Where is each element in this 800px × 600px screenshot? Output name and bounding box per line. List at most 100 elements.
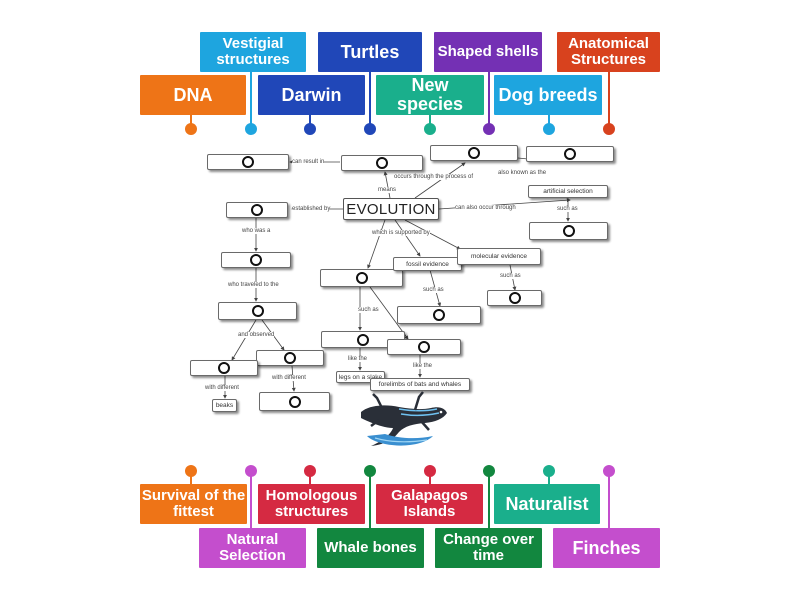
pin-line: [309, 472, 311, 486]
tile-anatomical-structures[interactable]: Anatomical Structures: [557, 32, 660, 72]
pin-dot: [364, 465, 376, 477]
tile-darwin[interactable]: Darwin: [258, 75, 365, 115]
tile-naturalist[interactable]: Naturalist: [494, 484, 600, 524]
link-label: established by: [292, 206, 331, 212]
tile-change-over-time[interactable]: Change over time: [435, 528, 542, 568]
link-label: like the: [348, 356, 368, 362]
drop-box-1[interactable]: [207, 154, 289, 170]
drop-box-13[interactable]: [387, 339, 461, 355]
pin-line: [369, 472, 371, 529]
tile-dog-breeds[interactable]: Dog breeds: [494, 75, 602, 115]
tile-label: New species: [396, 75, 464, 114]
pin-dot: [185, 123, 197, 135]
tile-label: DNA: [173, 84, 213, 105]
pin-line: [488, 72, 490, 129]
tile-label: Whale bones: [324, 539, 417, 557]
pin-dot: [603, 123, 615, 135]
link-label: who was a: [242, 228, 271, 234]
node-beaks: beaks: [212, 399, 237, 412]
drop-box-10[interactable]: [218, 302, 297, 320]
tile-label: Natural Selection: [219, 531, 286, 564]
tile-natural-selection[interactable]: Natural Selection: [199, 528, 306, 568]
tile-galapagos-islands[interactable]: Galapagos Islands: [376, 484, 483, 524]
tile-shaped-shells[interactable]: Shaped shells: [434, 32, 542, 72]
tile-survival-of-the-fittest[interactable]: Survival of the fittest: [140, 484, 247, 524]
link-label: also known as the: [498, 170, 547, 176]
link-label: and observed: [238, 332, 275, 338]
link-label: occurs through the process of: [394, 174, 474, 180]
pin-line: [548, 115, 550, 129]
pin-line: [429, 115, 431, 129]
pin-line: [309, 115, 311, 129]
tile-dna[interactable]: DNA: [140, 75, 246, 115]
drop-box-3[interactable]: [430, 145, 518, 161]
pin-line: [608, 72, 610, 129]
drop-box-16[interactable]: [259, 392, 330, 411]
drop-target-ring[interactable]: [251, 204, 263, 216]
pin-dot: [245, 465, 257, 477]
tile-vestigial-structures[interactable]: Vestigial structures: [200, 32, 306, 72]
node-artificial-selection: artificial selection: [528, 185, 608, 198]
pin-line: [429, 472, 431, 486]
evolution-center-node: EVOLUTION: [343, 198, 439, 220]
pin-line: [488, 472, 490, 529]
pin-dot: [603, 465, 615, 477]
drop-target-ring[interactable]: [376, 157, 388, 169]
pin-line: [608, 472, 610, 529]
tile-label: Survival of the fittest: [141, 487, 246, 520]
link-label: such as: [557, 206, 578, 212]
drop-box-15[interactable]: [190, 360, 258, 376]
node-fossil-evidence: fossil evidence: [393, 257, 462, 271]
link-label: can result in: [292, 159, 325, 165]
tile-label: Galapagos Islands: [391, 487, 468, 520]
drop-target-ring[interactable]: [251, 305, 264, 317]
drop-target-ring[interactable]: [468, 147, 480, 159]
tile-label: Naturalist: [505, 493, 589, 514]
tile-label: Homologous structures: [265, 487, 358, 520]
drop-target-ring[interactable]: [564, 148, 576, 160]
link-label: means: [378, 187, 397, 193]
tile-new-species[interactable]: New species: [376, 75, 484, 115]
tile-turtles[interactable]: Turtles: [318, 32, 422, 72]
drop-box-5[interactable]: [226, 202, 288, 218]
drop-target-ring[interactable]: [242, 156, 254, 168]
drop-box-12[interactable]: [321, 331, 405, 348]
drop-target-ring[interactable]: [288, 395, 301, 408]
tile-finches[interactable]: Finches: [553, 528, 660, 568]
pin-dot: [483, 123, 495, 135]
drop-target-ring[interactable]: [250, 254, 262, 266]
tile-label: Finches: [572, 537, 641, 558]
drop-box-4[interactable]: [526, 146, 614, 162]
drop-target-ring[interactable]: [418, 341, 430, 353]
pin-line: [190, 472, 192, 486]
drop-target-ring[interactable]: [218, 362, 230, 374]
tile-homologous-structures[interactable]: Homologous structures: [258, 484, 365, 524]
drop-box-8[interactable]: [320, 269, 403, 287]
link-label: like the: [413, 363, 433, 369]
tile-label: Change over time: [443, 531, 534, 564]
drop-box-9[interactable]: [487, 290, 542, 306]
drop-target-ring[interactable]: [284, 352, 296, 364]
pin-dot: [483, 465, 495, 477]
tile-whale-bones[interactable]: Whale bones: [317, 528, 424, 568]
link-label: who traveled to the: [228, 282, 279, 288]
drop-box-2[interactable]: [341, 155, 423, 171]
link-label: which is supported by: [372, 230, 430, 236]
tile-label: Vestigial structures: [216, 35, 290, 68]
drop-box-14[interactable]: [256, 350, 324, 366]
pin-line: [250, 72, 252, 129]
link-label: can also occur through: [455, 205, 516, 211]
drop-target-ring[interactable]: [357, 333, 369, 346]
pin-line: [250, 472, 252, 529]
drop-target-ring[interactable]: [355, 272, 368, 284]
drop-box-6[interactable]: [529, 222, 608, 240]
tile-label: Anatomical Structures: [568, 35, 649, 68]
drop-target-ring[interactable]: [508, 292, 521, 304]
pin-line: [190, 115, 192, 129]
node-forelimbs: forelimbs of bats and whales: [370, 378, 470, 391]
drop-target-ring[interactable]: [433, 309, 445, 321]
drop-box-11[interactable]: [397, 306, 481, 324]
drop-target-ring[interactable]: [562, 225, 575, 237]
drop-box-7[interactable]: [221, 252, 291, 268]
link-label: such as: [423, 287, 444, 293]
